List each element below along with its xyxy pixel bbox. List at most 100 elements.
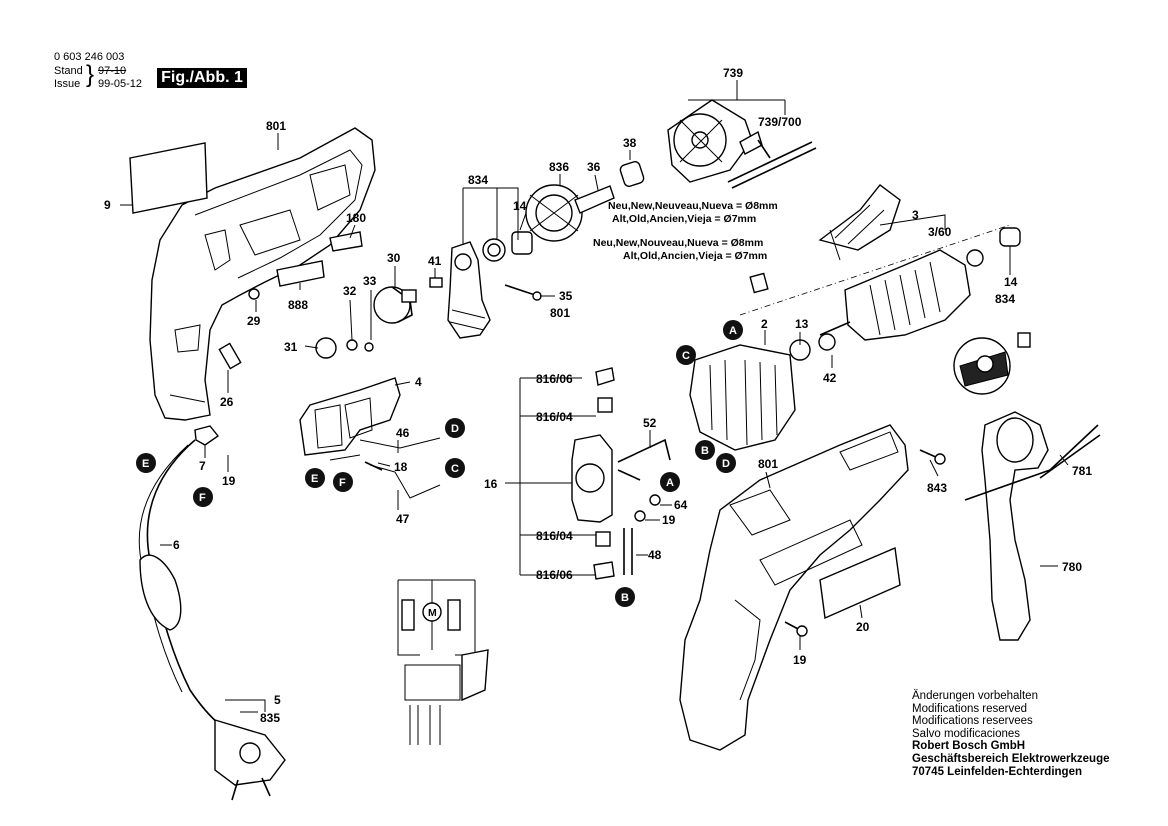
- marker-d2: D: [722, 458, 730, 470]
- footer-notes: Änderungen vorbehalten Modifications res…: [912, 690, 1110, 778]
- power-cord-6: [138, 439, 286, 801]
- callout-64: 64: [674, 498, 688, 512]
- issue-label: Issue: [54, 78, 81, 90]
- labels-stickers: [129, 142, 363, 287]
- marker-circle-d2: [716, 453, 736, 473]
- callout-16: 16: [484, 477, 498, 491]
- marker-circle-c2: [445, 458, 465, 478]
- size-note-1: Neu,New,Neuveau,Nueva = Ø8mm: [608, 200, 778, 212]
- marker-circle-f2: [333, 472, 353, 492]
- callout-29: 29: [247, 314, 261, 328]
- marker-d1: D: [451, 423, 459, 435]
- callout-20: 20: [856, 620, 870, 634]
- side-handle-780: [964, 411, 1101, 641]
- footer-line-4: Salvo modificaciones: [912, 727, 1021, 740]
- callout-19c: 19: [793, 653, 807, 667]
- field-coil-2: [689, 344, 796, 451]
- marker-c2: C: [451, 463, 459, 475]
- callout-36: 36: [587, 160, 601, 174]
- marker-f2: F: [339, 477, 346, 489]
- marker-b1: B: [701, 445, 709, 457]
- old-date: 97-10: [98, 65, 127, 77]
- callout-816-06a: 816/06: [536, 372, 573, 386]
- callout-180: 180: [346, 211, 366, 225]
- footer-line-3: Modifications reservees: [912, 715, 1033, 728]
- callout-6: 6: [173, 538, 180, 552]
- footer-division: Geschäftsbereich Elektrowerkzeuge: [912, 752, 1110, 765]
- issue-date: 99-05-12: [98, 78, 143, 90]
- bearing-plate-834: [429, 231, 542, 339]
- callout-30: 30: [387, 251, 401, 265]
- callout-843: 843: [927, 481, 947, 495]
- callout-816-06b: 816/06: [536, 568, 573, 582]
- footer-company: Robert Bosch GmbH: [912, 740, 1026, 753]
- brace-glyph: }: [86, 61, 95, 88]
- callout-2: 2: [761, 317, 768, 331]
- callout-4: 4: [415, 375, 422, 389]
- callout-33: 33: [363, 274, 377, 288]
- figure-label: Fig./Abb. 1: [157, 68, 247, 88]
- size-notes: Neu,New,Neuveau,Nueva = Ø8mm Alt,Old,Anc…: [593, 200, 778, 262]
- callout-19b: 19: [662, 513, 676, 527]
- callout-739-700: 739/700: [758, 115, 802, 129]
- callout-835: 835: [260, 711, 280, 725]
- callout-781: 781: [1072, 464, 1092, 478]
- marker-a2: A: [666, 477, 674, 489]
- callout-739: 739: [723, 66, 743, 80]
- callout-35: 35: [559, 289, 573, 303]
- callout-31: 31: [284, 340, 298, 354]
- callout-3-60: 3/60: [928, 225, 952, 239]
- callout-18: 18: [394, 460, 408, 474]
- marker-b2: B: [621, 592, 629, 604]
- callout-5: 5: [274, 693, 281, 707]
- housing-half-left: [149, 127, 376, 446]
- callout-38: 38: [623, 136, 637, 150]
- marker-f1: F: [199, 492, 206, 504]
- marker-a1: A: [729, 325, 737, 337]
- callout-834a: 834: [468, 173, 488, 187]
- callout-42: 42: [823, 371, 837, 385]
- size-note-2: Alt,Old,Ancien,Vieja = Ø7mm: [612, 213, 756, 225]
- leader-lines: [120, 80, 1069, 713]
- callout-26: 26: [220, 395, 234, 409]
- callout-47: 47: [396, 512, 410, 526]
- callout-801b: 801: [550, 306, 570, 320]
- callout-48: 48: [648, 548, 662, 562]
- footer-line-1: Änderungen vorbehalten: [912, 690, 1038, 702]
- size-note-4: Alt,Old,Ancien,Vieja = Ø7mm: [623, 250, 767, 262]
- marker-circle-e2: [305, 468, 325, 488]
- callout-32: 32: [343, 284, 357, 298]
- footer-line-2: Modifications reserved: [912, 702, 1028, 715]
- gear-spindle-36-836: [525, 161, 645, 242]
- stand-label: Stand: [54, 65, 83, 77]
- marker-circle-c1: [676, 345, 696, 365]
- callout-780: 780: [1062, 560, 1082, 574]
- callout-801c: 801: [758, 457, 778, 471]
- wiring-schematic: M: [397, 579, 489, 745]
- callout-41: 41: [428, 254, 442, 268]
- gear-parts-30-33: [315, 286, 417, 359]
- callout-816-04b: 816/04: [536, 529, 573, 543]
- callout-19a: 19: [222, 474, 236, 488]
- marker-e1: E: [142, 458, 149, 470]
- marker-e2: E: [311, 473, 318, 485]
- callout-834b: 834: [995, 292, 1015, 306]
- marker-circle-f1: [193, 487, 213, 507]
- marker-circle-e1: [136, 453, 156, 473]
- callout-13: 13: [795, 317, 809, 331]
- callout-numbers: 739 739/700 801 9 834 836 36 38 14 180 8…: [104, 66, 1092, 725]
- marker-circle-a1: [723, 320, 743, 340]
- callout-816-04a: 816/04: [536, 410, 573, 424]
- chuck-739: [667, 99, 817, 189]
- size-note-3: Neu,New,Nouveau,Nueva = Ø8mm: [593, 237, 763, 249]
- svg-text:M: M: [428, 607, 437, 619]
- part-number: 0 603 246 003: [54, 51, 125, 63]
- callout-888: 888: [288, 298, 308, 312]
- callout-46: 46: [396, 426, 410, 440]
- footer-address: 70745 Leinfelden-Echterdingen: [912, 765, 1082, 778]
- brush-holder-16: [571, 367, 671, 580]
- marker-circle-b1: [695, 440, 715, 460]
- callout-9: 9: [104, 198, 111, 212]
